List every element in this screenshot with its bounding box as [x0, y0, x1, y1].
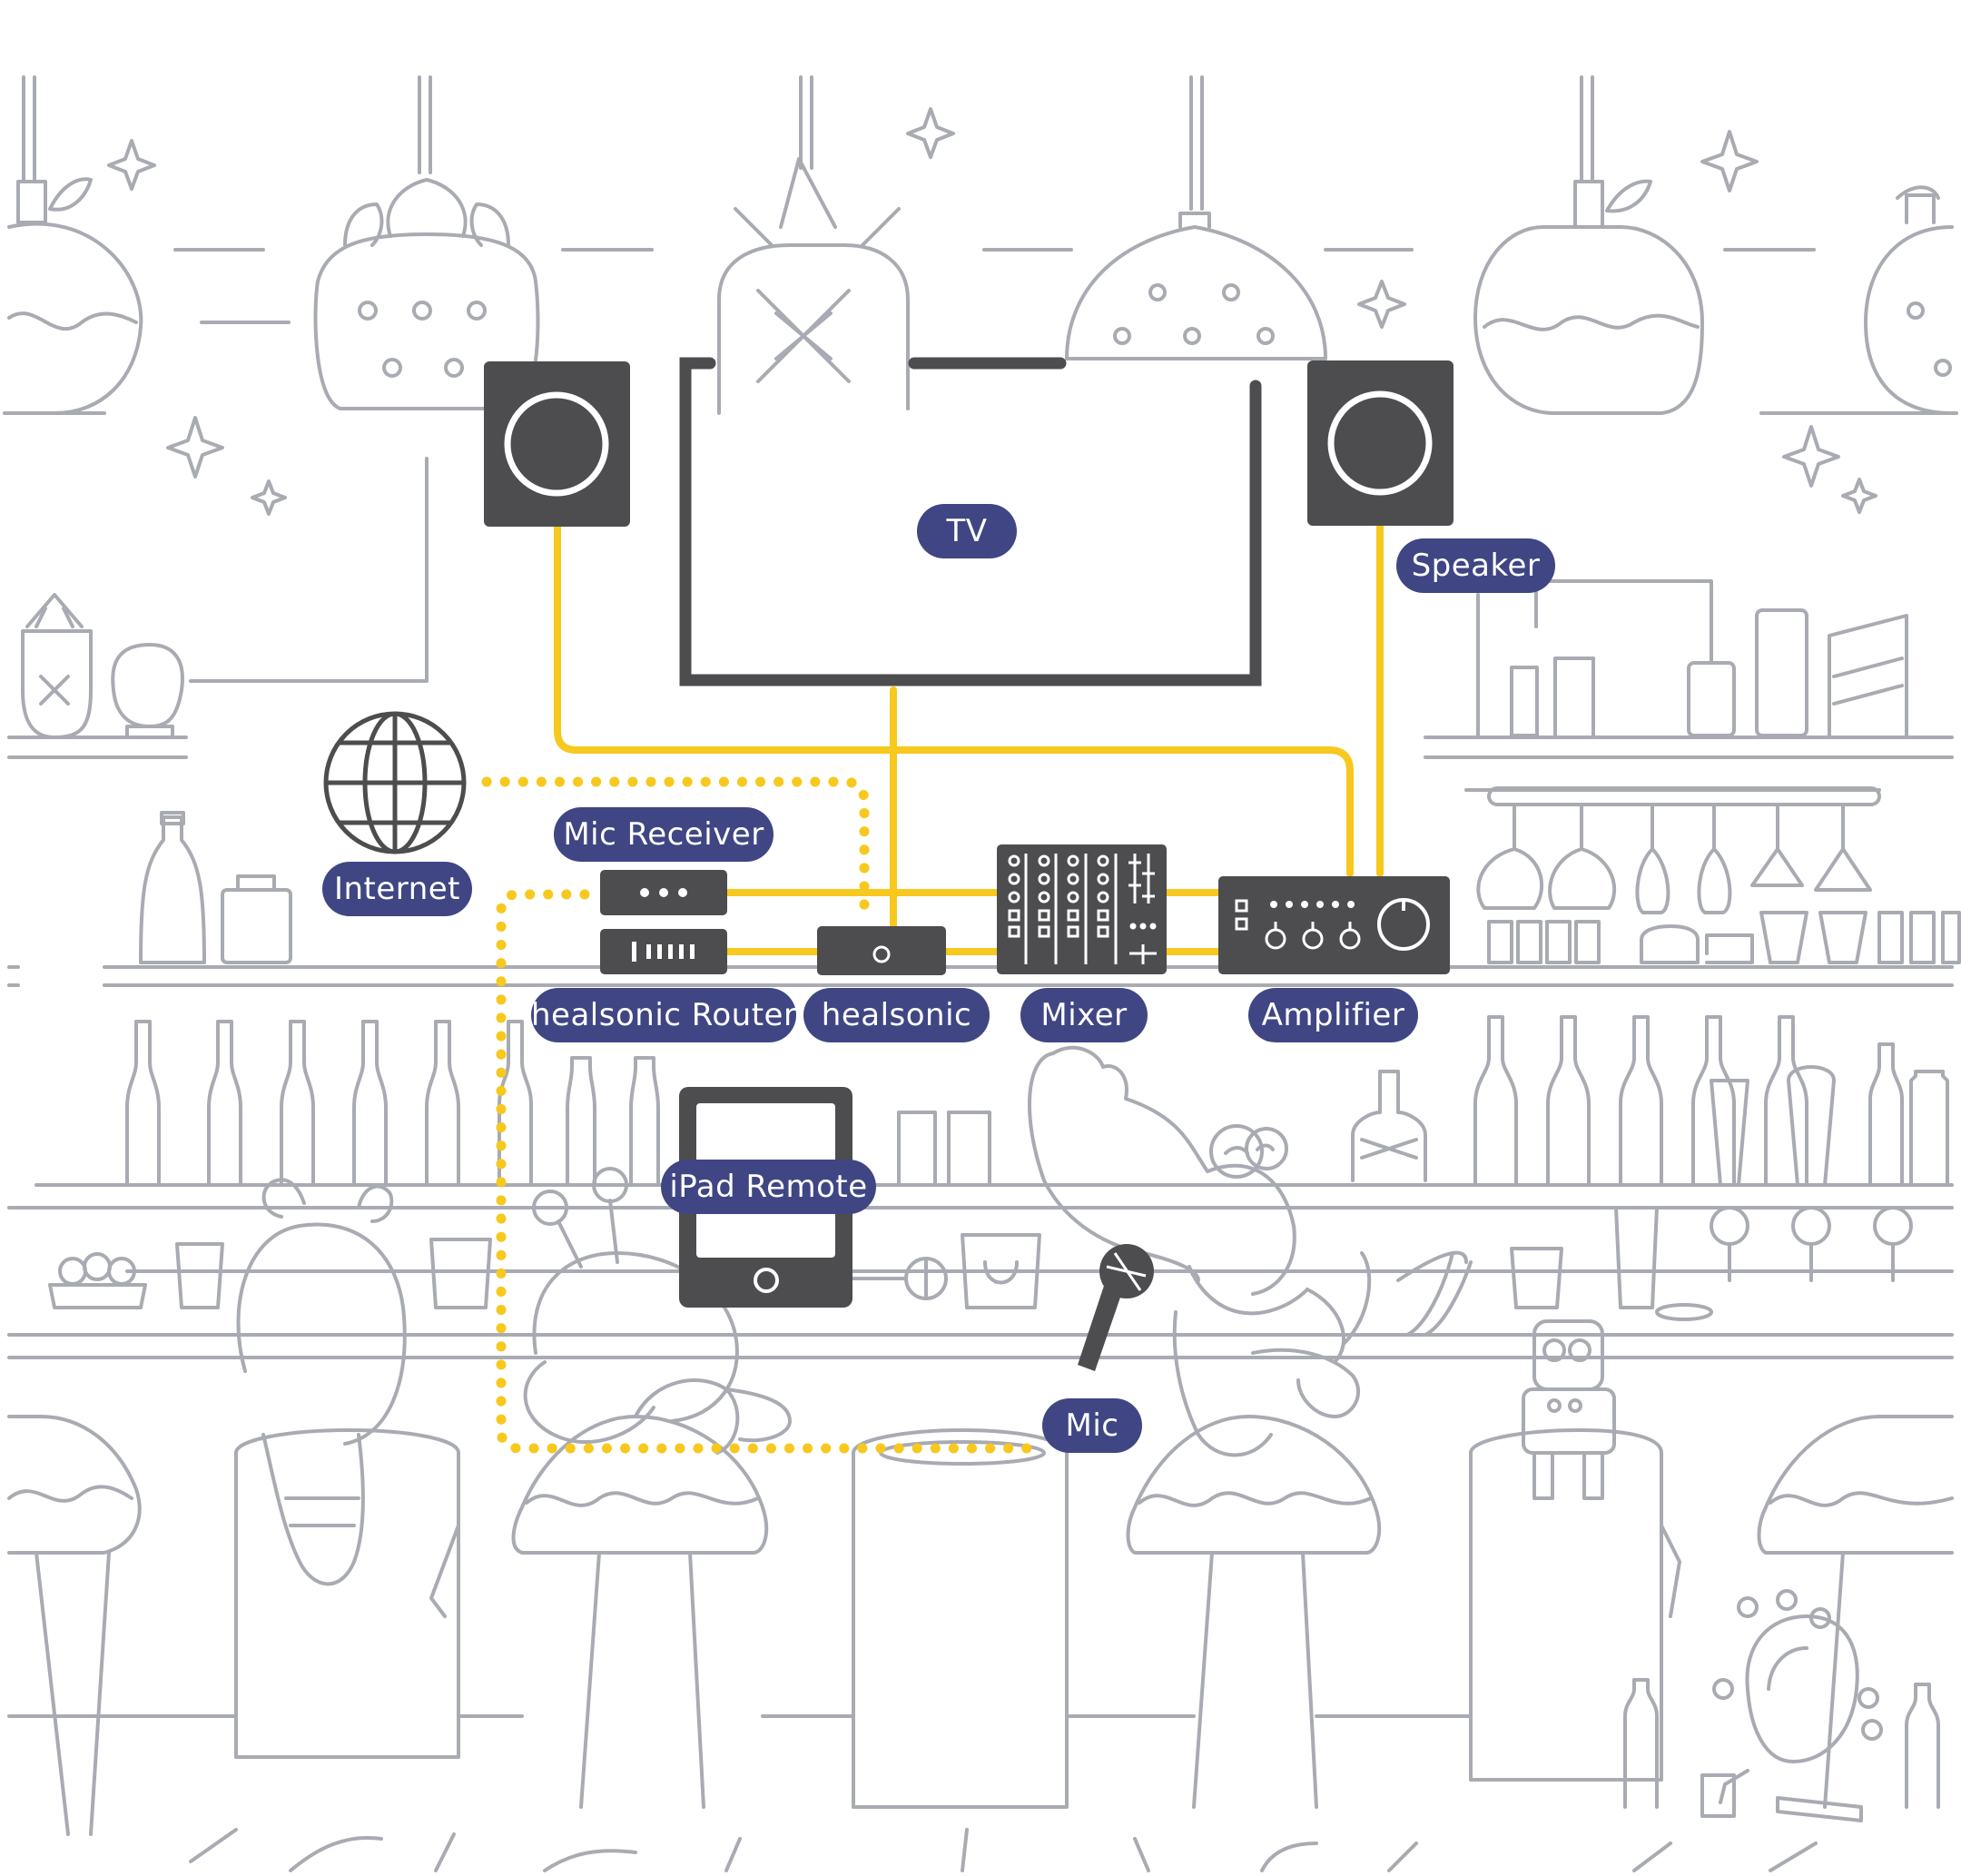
amplifier-icon[interactable]	[1218, 876, 1450, 974]
bear-character	[236, 1178, 407, 1586]
mixer-label: Mixer	[1020, 988, 1148, 1042]
speaker-label: Speaker	[1396, 538, 1555, 593]
router-icon[interactable]	[600, 929, 727, 974]
shelf-items-left	[21, 593, 184, 739]
crocodile-character	[1027, 1045, 1473, 1457]
mic-label: Mic	[1042, 1398, 1142, 1453]
stools	[7, 1415, 1954, 1836]
background-line-art	[3, 75, 1961, 1872]
lamp-apple-left	[7, 177, 143, 415]
shelf-items-mid-left	[139, 811, 292, 964]
amplifier-label: Amplifier	[1248, 988, 1418, 1042]
cables	[554, 523, 1384, 955]
stumps	[234, 1428, 1681, 1809]
healsonic-label: healsonic	[803, 988, 990, 1042]
tv-label: TV	[917, 504, 1017, 558]
floor-strokes	[7, 1714, 1818, 1872]
speaker-left[interactable]	[484, 361, 630, 527]
hanging-glasses	[1476, 786, 1881, 914]
internet-label: Internet	[322, 862, 472, 916]
shelf-cups-right	[1487, 911, 1961, 964]
tv-screen-icon[interactable]	[679, 357, 1262, 686]
lamp-apple-right	[1473, 179, 1704, 415]
mic-receiver-device[interactable]	[600, 870, 727, 915]
lamp-leaf-bell	[313, 178, 540, 410]
lamp-partial-right	[1864, 185, 1954, 415]
shelf-items-right	[1510, 608, 1908, 739]
cable-mixer-amplifier	[1163, 889, 1222, 955]
bug-character	[1623, 1589, 1940, 1822]
counter-items	[48, 1206, 1713, 1321]
shelves	[7, 457, 1954, 1359]
bottle-row	[125, 1015, 1949, 1187]
lamp-cords	[22, 75, 1594, 211]
cable-speaker-left	[554, 523, 1354, 877]
mixer-icon[interactable]	[997, 844, 1167, 974]
healsonic-router-label: healsonic Router	[531, 988, 796, 1042]
dotted-links	[481, 776, 1036, 1454]
speaker-right[interactable]	[1307, 360, 1454, 526]
healsonic-device[interactable]	[817, 926, 946, 975]
sparkles	[107, 107, 1877, 516]
mic-receiver-label: Mic Receiver	[554, 807, 774, 862]
globe-icon	[323, 711, 467, 854]
beer-taps	[1710, 1065, 1913, 1282]
microphone-icon[interactable]	[1078, 1244, 1154, 1371]
robot-character	[1522, 1319, 1616, 1500]
lamp-pineapple	[717, 157, 910, 415]
wifi-ipad-router	[496, 889, 1036, 1454]
lamp-dome	[1065, 212, 1327, 360]
ipad-remote-label: iPad Remote	[661, 1160, 876, 1214]
ceiling-strokes	[3, 248, 1958, 415]
